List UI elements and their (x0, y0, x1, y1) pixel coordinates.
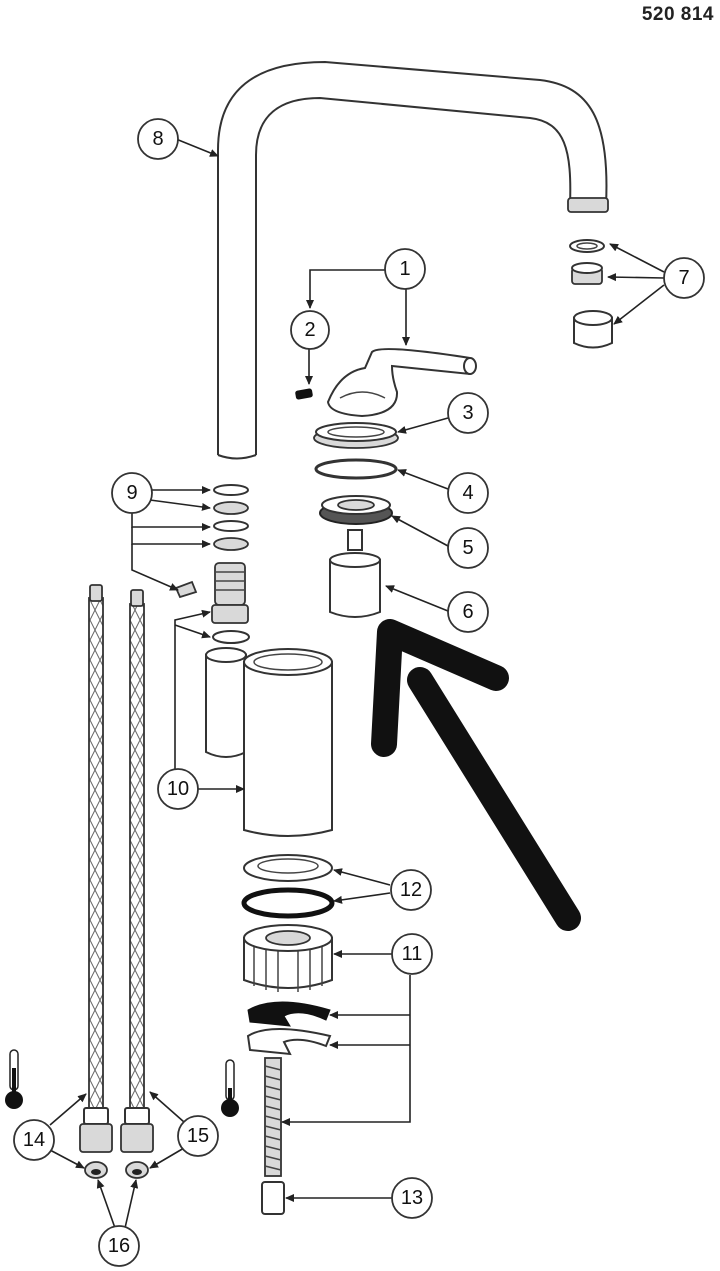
callout-13: 13 (391, 1177, 433, 1219)
callout-11: 11 (391, 933, 433, 975)
base-ring-and-gasket (241, 854, 335, 919)
part-number: 520 814 (641, 4, 714, 25)
hose-washers (84, 1161, 149, 1179)
callout-16: 16 (98, 1225, 140, 1267)
callout-1: 1 (384, 248, 426, 290)
svg-text:14: 14 (23, 1129, 45, 1151)
svg-text:7: 7 (678, 267, 689, 289)
leader-lines (49, 138, 665, 1229)
faucet-body (205, 647, 333, 837)
svg-text:9: 9 (126, 482, 137, 504)
grub-screw (295, 388, 313, 400)
thermometer-hot-icon (5, 1049, 23, 1109)
highlight-arrow (371, 619, 581, 931)
callout-3: 3 (447, 392, 489, 434)
cover-ring (313, 422, 399, 449)
svg-text:15: 15 (187, 1125, 209, 1147)
callout-12: 12 (390, 869, 432, 911)
svg-text:4: 4 (462, 482, 473, 504)
callout-4: 4 (447, 472, 489, 514)
callout-10: 10 (157, 768, 199, 810)
svg-text:5: 5 (462, 537, 473, 559)
mounting-hardware (246, 1001, 332, 1215)
mounting-nut (243, 924, 333, 992)
supply-hose-hot (79, 584, 113, 1153)
svg-text:3: 3 (462, 402, 473, 424)
callout-15: 15 (177, 1115, 219, 1157)
svg-text:12: 12 (400, 879, 422, 901)
svg-text:11: 11 (402, 943, 423, 965)
body-washers (174, 484, 250, 644)
callout-7: 7 (663, 257, 705, 299)
callout-2: 2 (290, 310, 330, 350)
callout-8: 8 (137, 118, 179, 160)
handle-lever (326, 348, 477, 418)
svg-text:16: 16 (108, 1235, 130, 1257)
svg-text:6: 6 (462, 601, 473, 623)
o-ring (314, 458, 398, 480)
svg-text:2: 2 (304, 319, 315, 341)
svg-text:13: 13 (401, 1187, 423, 1209)
aerator-parts (569, 239, 613, 349)
callout-9: 9 (111, 472, 153, 514)
cartridge-nut (319, 495, 393, 525)
supply-hose-cold (120, 589, 154, 1153)
callout-14: 14 (13, 1119, 55, 1161)
cartridge (329, 529, 381, 618)
callout-5: 5 (447, 527, 489, 569)
callout-6: 6 (447, 591, 489, 633)
svg-text:8: 8 (152, 128, 163, 150)
spout-tube (217, 60, 609, 460)
svg-text:10: 10 (167, 778, 189, 800)
svg-text:1: 1 (399, 258, 410, 280)
thermometer-cold-icon (221, 1059, 239, 1117)
